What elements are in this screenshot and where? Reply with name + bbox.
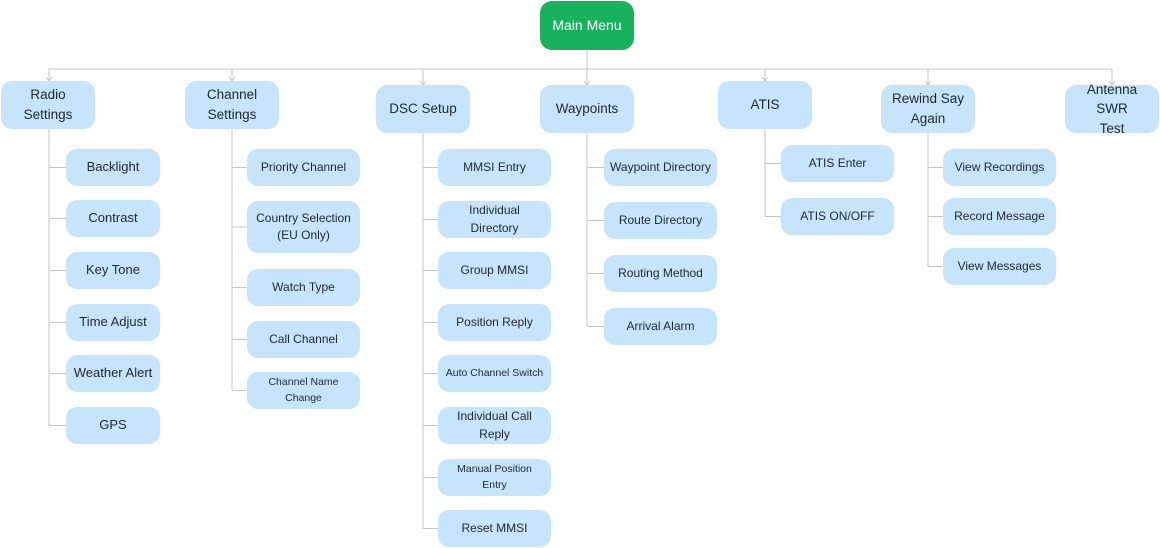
category-radio-settings: Radio Settings [1, 81, 95, 129]
item-view-recordings: View Recordings [943, 149, 1056, 186]
category-antenna-swr-test: Antenna SWR Test [1065, 82, 1159, 136]
item-view-messages: View Messages [943, 248, 1056, 285]
item-channel-name-change: Channel Name Change [247, 372, 360, 409]
item-key-tone: Key Tone [66, 252, 160, 289]
item-routing-method: Routing Method [604, 255, 717, 292]
item-watch-type: Watch Type [247, 269, 360, 306]
item-auto-channel-switch: Auto Channel Switch [438, 355, 551, 392]
main-menu-node: Main Menu [540, 1, 634, 50]
item-gps: GPS [66, 407, 160, 444]
item-weather-alert: Weather Alert [66, 355, 160, 392]
item-mmsi-entry: MMSI Entry [438, 149, 551, 186]
item-position-reply: Position Reply [438, 304, 551, 341]
item-group-mmsi: Group MMSI [438, 252, 551, 289]
item-arrival-alarm: Arrival Alarm [604, 308, 717, 345]
category-waypoints: Waypoints [540, 85, 634, 133]
item-record-message: Record Message [943, 198, 1056, 235]
item-reset-mmsi: Reset MMSI [438, 510, 551, 547]
item-route-directory: Route Directory [604, 202, 717, 239]
item-individual-directory: Individual Directory [438, 201, 551, 238]
category-channel-settings: Channel Settings [185, 81, 279, 129]
item-individual-call-reply: Individual Call Reply [438, 407, 551, 444]
item-atis-enter: ATIS Enter [781, 145, 894, 182]
item-manual-position-entry: Manual Position Entry [438, 459, 551, 496]
category-rewind-say-again: Rewind Say Again [881, 85, 975, 133]
item-time-adjust: Time Adjust [66, 304, 160, 341]
item-waypoint-directory: Waypoint Directory [604, 149, 717, 186]
category-dsc-setup: DSC Setup [376, 85, 470, 133]
item-atis-on-off: ATIS ON/OFF [781, 198, 894, 235]
item-backlight: Backlight [66, 149, 160, 186]
item-contrast: Contrast [66, 200, 160, 237]
category-atis: ATIS [718, 81, 812, 129]
item-country-selection: Country Selection (EU Only) [247, 201, 360, 253]
item-priority-channel: Priority Channel [247, 149, 360, 186]
item-call-channel: Call Channel [247, 321, 360, 358]
